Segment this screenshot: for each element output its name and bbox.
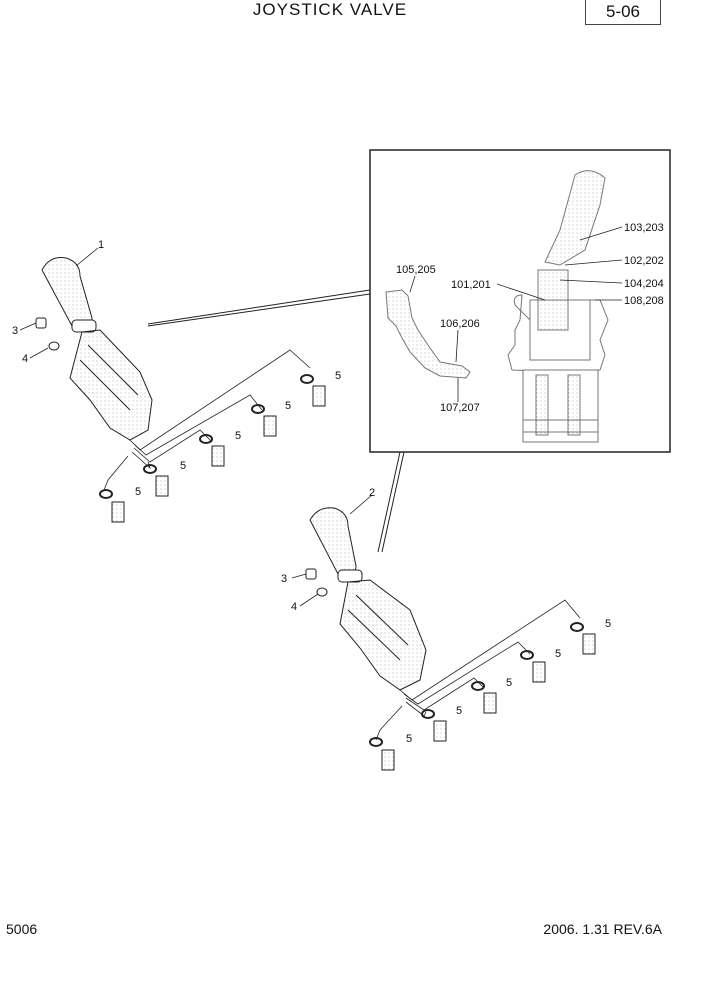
revision-date: 2006. 1.31 REV.6A: [543, 921, 662, 937]
callout-102: 102,202: [624, 255, 664, 267]
joystick-left-leaders: [19, 247, 99, 359]
callout-104: 104,204: [624, 278, 664, 290]
callout-1: 1: [98, 239, 104, 251]
valve-cross-section: [507, 170, 609, 443]
callout-103: 103,203: [624, 222, 664, 234]
callout-105: 105,205: [396, 264, 436, 276]
callout-106: 106,206: [440, 318, 480, 330]
callout-2: 2: [369, 487, 375, 499]
joystick-left: [35, 257, 153, 441]
callout-5-g: 5: [555, 648, 561, 660]
page-code: 5-06: [585, 0, 661, 25]
callout-5-d: 5: [180, 460, 186, 472]
callout-5-b: 5: [285, 400, 291, 412]
callout-101: 101,201: [451, 279, 491, 291]
callout-108: 108,208: [624, 295, 664, 307]
callout-5-f: 5: [605, 618, 611, 630]
doc-number: 5006: [6, 921, 38, 937]
callout-5-e: 5: [135, 486, 141, 498]
fittings-right: [369, 622, 596, 771]
callout-5-j: 5: [406, 733, 412, 745]
page-title: JOYSTICK VALVE: [252, 0, 408, 19]
callout-4-right: 4: [291, 601, 297, 613]
callout-107: 107,207: [440, 402, 480, 414]
callout-5-c: 5: [235, 430, 241, 442]
callout-3-left: 3: [12, 325, 18, 337]
joystick-right: [305, 507, 427, 691]
callout-5-a: 5: [335, 370, 341, 382]
detail-inset: [147, 149, 671, 553]
lever-part: [385, 289, 471, 379]
inset-leaders: [409, 226, 623, 402]
fittings-left: [99, 374, 326, 523]
callout-5-h: 5: [506, 677, 512, 689]
joystick-right-leaders: [291, 494, 373, 607]
callout-5-i: 5: [456, 705, 462, 717]
callout-3-right: 3: [281, 573, 287, 585]
callout-4-left: 4: [22, 353, 28, 365]
